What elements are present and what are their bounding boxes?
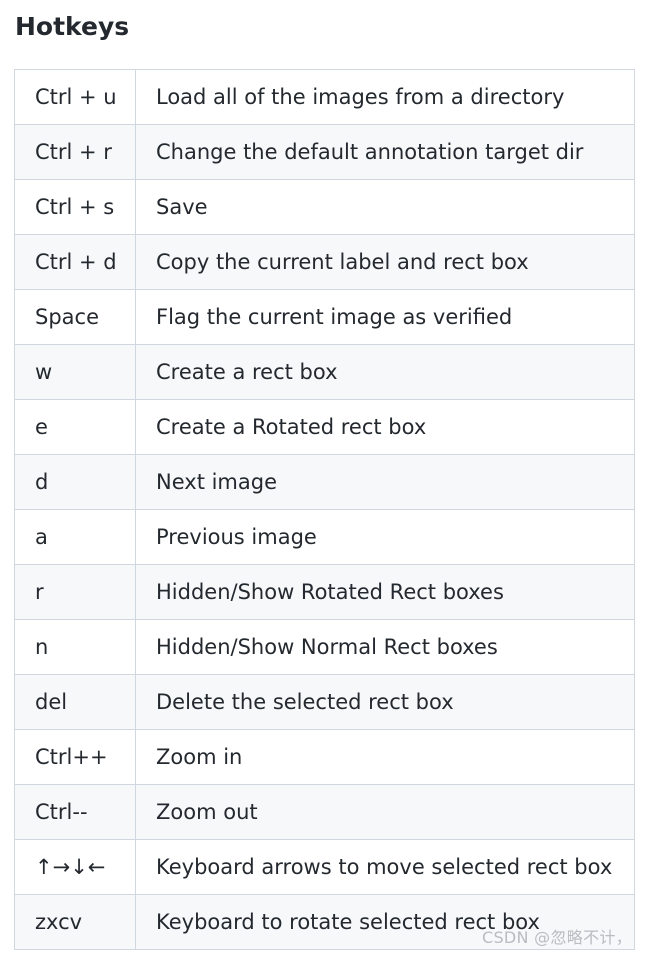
hotkey-cell: zxcv <box>14 894 136 950</box>
page-title: Hotkeys <box>15 12 130 41</box>
table-row: Ctrl-- Zoom out <box>14 784 635 840</box>
hotkey-description-cell: Save <box>135 179 635 235</box>
hotkey-description-cell: Hidden/Show Normal Rect boxes <box>135 619 635 675</box>
hotkey-cell: d <box>14 454 136 510</box>
table-row: del Delete the selected rect box <box>14 674 635 730</box>
csdn-watermark: CSDN @忽略不计， <box>481 928 632 947</box>
hotkey-description-cell: Keyboard to rotate selected rect box <box>135 894 635 950</box>
table-row: r Hidden/Show Rotated Rect boxes <box>14 564 635 620</box>
table-row: d Next image <box>14 454 635 510</box>
hotkey-description-cell: Hidden/Show Rotated Rect boxes <box>135 564 635 620</box>
hotkey-description-cell: Keyboard arrows to move selected rect bo… <box>135 839 635 895</box>
table-row: Ctrl + r Change the default annotation t… <box>14 124 635 180</box>
table-row: Ctrl + s Save <box>14 179 635 235</box>
hotkey-description-cell: Flag the current image as verified <box>135 289 635 345</box>
hotkeys-table: Ctrl + u Load all of the images from a d… <box>14 69 635 950</box>
hotkey-cell: Ctrl++ <box>14 729 136 785</box>
hotkey-cell: Ctrl + d <box>14 234 136 290</box>
hotkey-description-cell: Load all of the images from a directory <box>135 69 635 125</box>
hotkey-cell: Ctrl + s <box>14 179 136 235</box>
table-row: ↑→↓← Keyboard arrows to move selected re… <box>14 839 635 895</box>
table-row: a Previous image <box>14 509 635 565</box>
hotkey-cell: a <box>14 509 136 565</box>
hotkey-description-cell: Previous image <box>135 509 635 565</box>
table-row: Ctrl + d Copy the current label and rect… <box>14 234 635 290</box>
hotkey-cell: Ctrl + u <box>14 69 136 125</box>
table-row: Space Flag the current image as verified <box>14 289 635 345</box>
hotkey-cell: Space <box>14 289 136 345</box>
hotkey-cell: del <box>14 674 136 730</box>
table-row: w Create a rect box <box>14 344 635 400</box>
hotkeys-table-body: Ctrl + u Load all of the images from a d… <box>14 69 635 950</box>
hotkey-description-cell: Next image <box>135 454 635 510</box>
hotkey-cell: r <box>14 564 136 620</box>
hotkey-description-cell: Create a Rotated rect box <box>135 399 635 455</box>
hotkey-cell: Ctrl + r <box>14 124 136 180</box>
table-row: zxcv Keyboard to rotate selected rect bo… <box>14 894 635 950</box>
hotkey-description-cell: Change the default annotation target dir <box>135 124 635 180</box>
hotkey-description-cell: Zoom in <box>135 729 635 785</box>
hotkey-description-cell: Delete the selected rect box <box>135 674 635 730</box>
hotkey-cell: Ctrl-- <box>14 784 136 840</box>
hotkey-description-cell: Zoom out <box>135 784 635 840</box>
hotkey-cell: n <box>14 619 136 675</box>
hotkey-cell: w <box>14 344 136 400</box>
table-row: e Create a Rotated rect box <box>14 399 635 455</box>
hotkey-description-cell: Create a rect box <box>135 344 635 400</box>
table-row: Ctrl + u Load all of the images from a d… <box>14 69 635 125</box>
hotkey-cell: ↑→↓← <box>14 839 136 895</box>
table-row: n Hidden/Show Normal Rect boxes <box>14 619 635 675</box>
table-row: Ctrl++ Zoom in <box>14 729 635 785</box>
hotkey-cell: e <box>14 399 136 455</box>
hotkey-description-cell: Copy the current label and rect box <box>135 234 635 290</box>
